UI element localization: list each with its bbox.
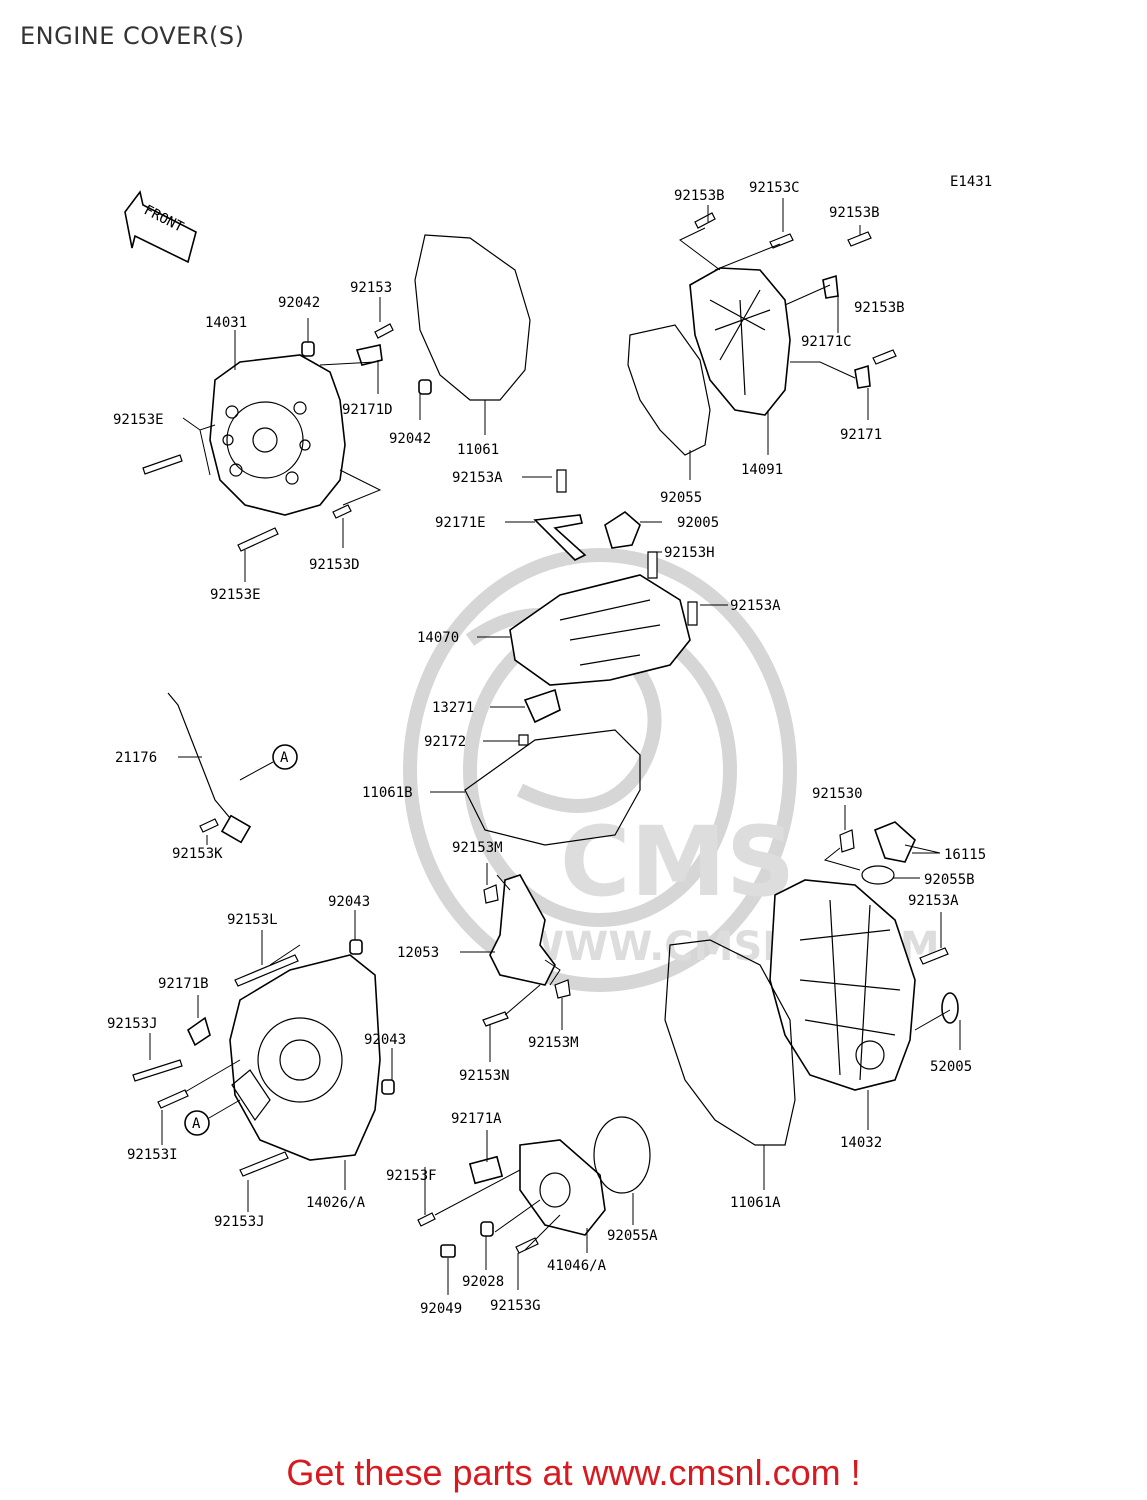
dowel-92028 (480, 1221, 494, 1237)
part-label: 52005 (930, 1059, 972, 1075)
part-label: 12053 (397, 945, 439, 961)
part-label: 92153B (674, 188, 725, 204)
part-label: 14031 (205, 315, 247, 331)
part-label: 92171C (801, 334, 852, 350)
part-label: 92153D (309, 557, 360, 573)
part-label: 14070 (417, 630, 459, 646)
clamp-92171 (854, 364, 871, 389)
part-label: 92153L (227, 912, 278, 928)
guide-12053 (489, 874, 556, 986)
dowel-92042-lower (418, 379, 432, 395)
part-label: 92042 (389, 431, 431, 447)
part-label: 92153H (664, 545, 715, 561)
part-label: 13271 (432, 700, 474, 716)
part-label: 92043 (328, 894, 370, 910)
part-label: 92153M (528, 1035, 579, 1051)
part-label: 11061 (457, 442, 499, 458)
clamp-92171e (533, 514, 587, 561)
watermark-brand: CMS (560, 806, 795, 918)
part-label: 92049 (420, 1301, 462, 1317)
part-label: 92153A (730, 598, 781, 614)
part-label: 92153C (749, 180, 800, 196)
part-label: 92153B (854, 300, 905, 316)
cover-41046 (519, 1139, 606, 1236)
part-label: 92171A (451, 1111, 502, 1127)
part-label: 11061A (730, 1195, 781, 1211)
part-label: 92153J (214, 1214, 265, 1230)
seal-52005 (941, 992, 959, 1024)
footer-link[interactable]: Get these parts at www.cmsnl.com ! (286, 1452, 861, 1493)
ref-marker-a-upper-label: A (280, 750, 289, 766)
bolts (132, 212, 949, 1254)
cover-14070 (509, 574, 691, 686)
cap-16115 (873, 821, 916, 863)
part-label: 92153E (210, 587, 261, 603)
nipple-92005 (604, 511, 641, 549)
part-label: 92043 (364, 1032, 406, 1048)
clamp-92171a (468, 1155, 504, 1185)
ref-marker-a-upper: A (239, 744, 298, 781)
part-label: 14091 (741, 462, 783, 478)
engine-cover-14091 (689, 267, 791, 416)
clamp-92171b (186, 1016, 211, 1047)
gasket-11061b (464, 729, 641, 846)
part-label: 92153N (459, 1068, 510, 1084)
engine-cover-14031 (209, 354, 346, 516)
part-label: 92171E (435, 515, 486, 531)
engine-cover-14026 (229, 954, 381, 1161)
part-label: 11061B (362, 785, 413, 801)
gasket-92055 (627, 324, 711, 456)
part-label: 14026/A (306, 1195, 366, 1211)
part-label: 92153M (452, 840, 503, 856)
part-label: 92153B (829, 205, 880, 221)
part-label: 41046/A (547, 1258, 607, 1274)
ref-marker-a-lower-label: A (192, 1116, 201, 1132)
part-labels: 92153B 92153C 92153B 92153B 92171C 92171… (107, 180, 986, 1317)
part-label: 92028 (462, 1274, 504, 1290)
part-label: 92153J (107, 1016, 158, 1032)
nut-92049 (440, 1244, 456, 1258)
part-label: 92153E (113, 412, 164, 428)
part-label: 92055 (660, 490, 702, 506)
part-label: 921530 (812, 786, 863, 802)
part-label: 92153G (490, 1298, 541, 1314)
clamp-92171d (355, 344, 383, 366)
part-label: 92055B (924, 872, 975, 888)
oring-92055a (593, 1116, 651, 1194)
part-label: 92153A (908, 893, 959, 909)
part-label: 92153I (127, 1147, 178, 1163)
leader-lines (149, 198, 961, 1295)
part-label: 92055A (607, 1228, 658, 1244)
part-label: 92153A (452, 470, 503, 486)
part-label: 92171D (342, 402, 393, 418)
diagram-code: E1431 (950, 174, 992, 190)
parts-diagram: CMS WWW.CMSNL.COM E1431 FRONT (107, 174, 992, 1317)
part-label: 92171B (158, 976, 209, 992)
dowel-92043-upper (349, 939, 363, 955)
part-label: 21176 (115, 750, 157, 766)
part-label: 92042 (278, 295, 320, 311)
part-label: 16115 (944, 847, 986, 863)
engine-cover-14032 (769, 879, 916, 1091)
clip-13271 (523, 688, 561, 724)
dowel-92042-upper (301, 341, 315, 357)
part-label: 92171 (840, 427, 882, 443)
page-title: ENGINE COVER(S) (20, 22, 245, 50)
gasket-11061 (414, 234, 531, 401)
cable-21176 (167, 692, 252, 844)
part-label: 92153F (386, 1168, 437, 1184)
part-label: 92153K (172, 846, 223, 862)
oring-92055b (861, 865, 895, 885)
part-label: 92005 (677, 515, 719, 531)
part-label: 92172 (424, 734, 466, 750)
part-label: 92153 (350, 280, 392, 296)
front-arrow-icon: FRONT (124, 190, 197, 264)
ref-marker-a-lower: A (184, 1099, 241, 1136)
gasket-11061a (664, 939, 796, 1146)
dowel-92043-lower (381, 1079, 395, 1095)
part-label: 14032 (840, 1135, 882, 1151)
